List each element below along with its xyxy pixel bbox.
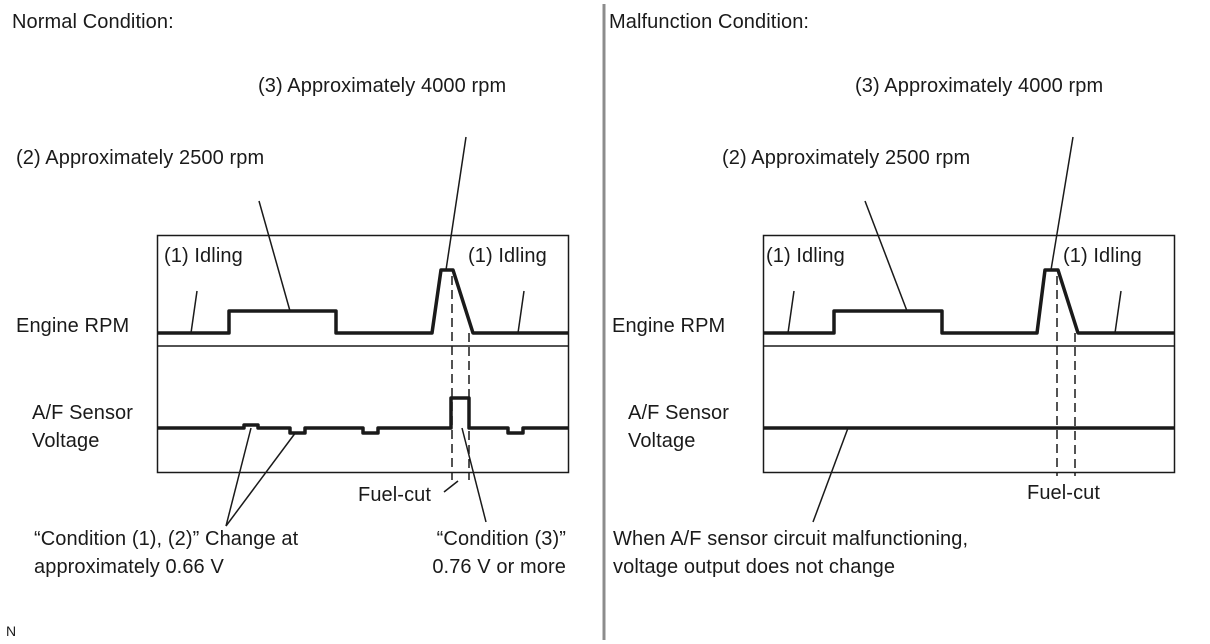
normal-label-fuel-cut: Fuel-cut <box>358 484 432 506</box>
malfunction-label-approx-4000: (3) Approximately 4000 rpm <box>855 75 1104 97</box>
normal-leader-condition12-b <box>225 431 297 527</box>
malfunction-label-idling-right: (1) Idling <box>1063 245 1142 267</box>
normal-label-approx-2500: (2) Approximately 2500 rpm <box>16 147 265 169</box>
normal-heading: Normal Condition: <box>12 11 174 33</box>
normal-leader-idling-right <box>517 290 525 334</box>
malfunction-row-engine-rpm: Engine RPM <box>612 315 726 337</box>
malfunction-rpm-trace <box>763 268 1175 335</box>
normal-row-engine-rpm: Engine RPM <box>16 315 130 337</box>
normal-leader-2500 <box>258 200 291 312</box>
malfunction-note: When A/F sensor circuit malfunctioning, … <box>613 528 969 578</box>
malfunction-leader-idling-left <box>787 290 795 334</box>
normal-leader-idling-left <box>190 290 198 334</box>
malfunction-label-fuel-cut: Fuel-cut <box>1027 482 1101 504</box>
malfunction-row-af-sensor: A/F Sensor Voltage <box>628 402 730 452</box>
malfunction-leader-2500 <box>864 200 908 312</box>
malfunction-leader-note <box>812 427 849 523</box>
malfunction-chart-frame <box>762 234 1176 474</box>
normal-af-trace <box>157 396 569 435</box>
normal-leader-condition12-a <box>225 427 252 527</box>
malfunction-leader-4000 <box>1050 136 1074 271</box>
footer-mark: N <box>6 623 17 639</box>
normal-leader-4000 <box>445 136 467 271</box>
normal-leader-fuel-cut <box>443 480 459 493</box>
normal-label-idling-left: (1) Idling <box>164 245 243 267</box>
normal-chart-frame <box>156 234 570 474</box>
malfunction-leader-idling-right <box>1114 290 1122 334</box>
normal-panel-graphics <box>156 136 570 527</box>
normal-label-approx-4000: (3) Approximately 4000 rpm <box>258 75 507 97</box>
malfunction-panel-graphics <box>762 136 1176 523</box>
normal-note-condition-12: “Condition (1), (2)” Change at approxima… <box>34 528 299 578</box>
malfunction-label-approx-2500: (2) Approximately 2500 rpm <box>722 147 971 169</box>
normal-note-condition-3: “Condition (3)” 0.76 V or more <box>432 528 566 578</box>
malfunction-heading: Malfunction Condition: <box>609 11 810 33</box>
malfunction-label-idling-left: (1) Idling <box>766 245 845 267</box>
normal-label-idling-right: (1) Idling <box>468 245 547 267</box>
normal-leader-condition3 <box>461 427 487 523</box>
normal-row-af-sensor: A/F Sensor Voltage <box>32 402 134 452</box>
normal-rpm-trace <box>157 268 569 335</box>
